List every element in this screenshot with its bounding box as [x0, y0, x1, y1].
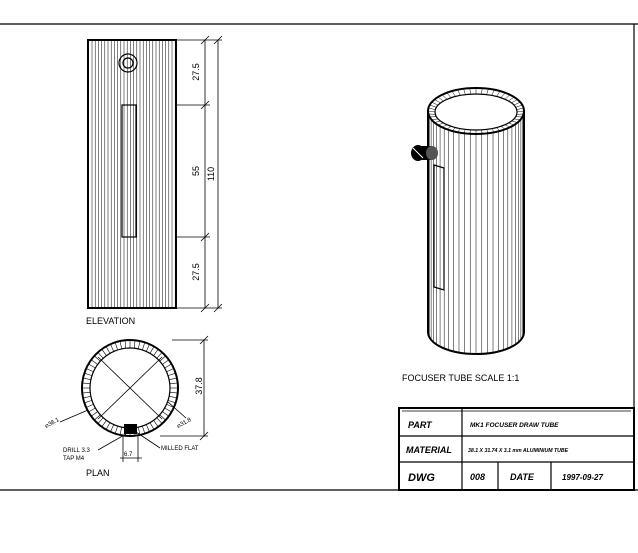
plan-view: 37.8 ⌀38.1 ⌀31.8 DRILL 3.3 TAP M4 MILLED…	[44, 335, 209, 478]
iso-slot	[433, 164, 445, 291]
note-milled-flat: MILLED FLAT	[161, 446, 199, 452]
tb-date-label: DATE	[510, 472, 535, 482]
thumbscrew-icon	[411, 145, 438, 161]
iso-rim-knurl	[427, 88, 525, 134]
note-tap: TAP M4	[63, 456, 85, 462]
tb-dwg-label: DWG	[408, 472, 435, 484]
tb-dwg-value: 008	[470, 472, 485, 482]
thumbscrew-hole	[118, 53, 138, 73]
note-drill: DRILL 3.3	[63, 448, 90, 454]
dim-inner-diameter: ⌀31.8	[176, 417, 193, 430]
tb-material-value: 38.1 X 31.74 X 3.1 mm ALUMINIUM TUBE	[468, 448, 569, 454]
title-block: PART MK1 FOCUSER DRAW TUBE MATERIAL 38.1…	[398, 407, 635, 491]
tb-date-value: 1997-09-27	[562, 473, 603, 482]
iso-caption: FOCUSER TUBE SCALE 1:1	[402, 373, 519, 383]
sheet-border	[0, 23, 638, 491]
iso-body-ribs	[428, 113, 524, 354]
isometric-view: FOCUSER TUBE SCALE 1:1	[402, 87, 525, 383]
dim-bottom-2750: 27.5	[191, 263, 201, 281]
dim-outer-diameter: ⌀38.1	[44, 417, 61, 430]
tb-part-label: PART	[408, 420, 433, 430]
elevation-label: ELEVATION	[86, 316, 135, 326]
tb-material-label: MATERIAL	[406, 445, 452, 455]
dim-top-2750: 27.5	[191, 63, 201, 81]
elevation-view: 27.5 55 27.5 110 ELEVATION	[86, 35, 223, 326]
elevation-ribs	[91, 40, 176, 308]
dim-middle-55: 55	[191, 166, 201, 176]
slot	[121, 104, 137, 238]
dim-plan-height: 37.8	[194, 377, 204, 395]
tapped-hole-section	[124, 424, 137, 434]
dim-flat-width: 6.7	[124, 452, 133, 458]
dim-overall-110: 110	[206, 167, 216, 181]
tb-part-value: MK1 FOCUSER DRAW TUBE	[470, 422, 559, 429]
iso-top-rim-inner	[434, 93, 518, 131]
plan-label: PLAN	[86, 468, 110, 478]
